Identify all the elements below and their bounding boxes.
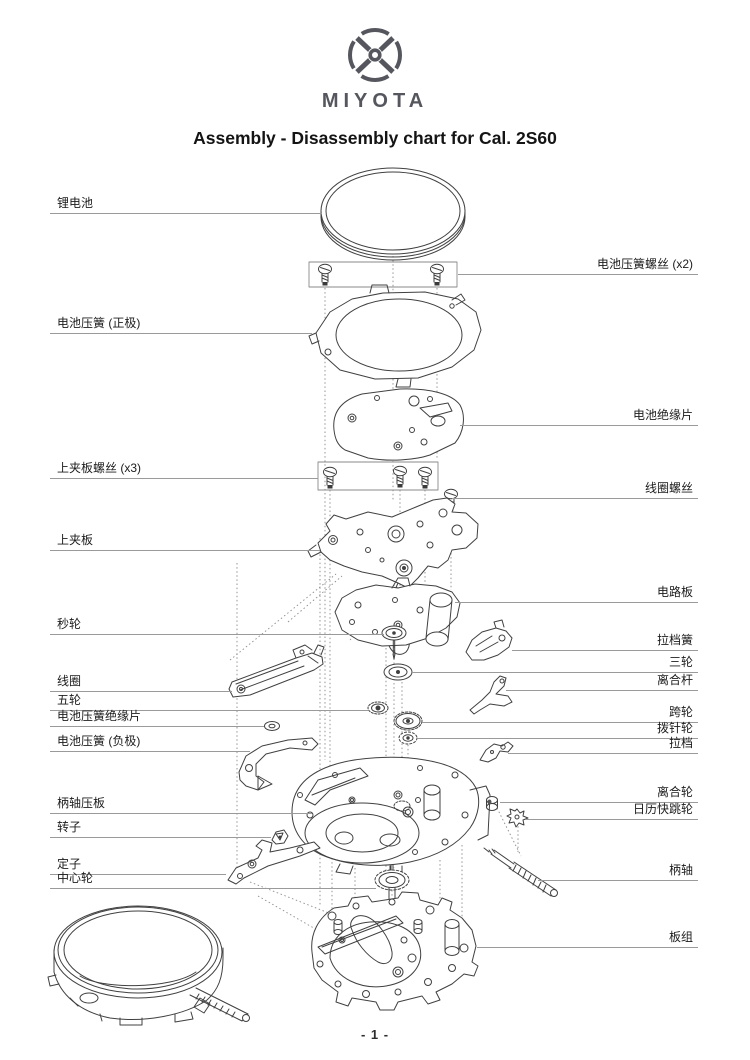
upper-bridge-art [307, 497, 479, 655]
stator-art [227, 839, 321, 885]
circuit-board-art [334, 577, 461, 647]
assembled-movement-art [47, 905, 250, 1026]
part-label-battery-spring-positive: 电池压簧 (正极) [50, 316, 312, 334]
part-label-battery-spring-insulator: 电池压簧绝缘片 [50, 709, 264, 727]
part-label-lithium-battery: 锂电池 [50, 196, 322, 214]
brand-wordmark: MIYOTA [321, 90, 429, 112]
part-label-center-wheel: 中心轮 [50, 871, 376, 889]
part-label-rotor: 转子 [50, 820, 271, 838]
battery-spring-insulator-art [264, 721, 280, 731]
movement-plate-group-art [291, 756, 491, 875]
part-label-clutch-lever: 离合杆 [506, 673, 698, 691]
part-label-winding-stem: 柄轴 [538, 863, 698, 881]
part-label-stator: 定子 [50, 857, 226, 875]
part-label-circuit-board: 电路板 [455, 585, 698, 603]
minute-wheel-art [398, 731, 418, 745]
part-label-upper-bridge-screws: 上夹板螺丝 (x3) [50, 461, 318, 479]
third-wheel-art [383, 663, 413, 681]
part-label-coil-screw: 线圈螺丝 [452, 481, 698, 499]
header: MIYOTA [0, 26, 750, 113]
part-label-stem-plate: 柄轴压板 [50, 796, 312, 814]
coil-art [228, 644, 325, 698]
part-label-fifth-wheel: 五轮 [50, 693, 368, 711]
page-title: Assembly - Disassembly chart for Cal. 2S… [193, 128, 557, 148]
part-label-clutch-wheel: 离合轮 [500, 785, 698, 803]
part-label-date-jumper-wheel: 日历快跳轮 [526, 802, 698, 820]
part-label-minute-wheel: 拨针轮 [417, 721, 698, 739]
part-label-plate-assembly: 板组 [477, 930, 698, 948]
part-label-crossing-wheel: 跨轮 [422, 705, 698, 723]
upper-bridge-screws-art [317, 461, 439, 491]
part-label-second-wheel: 秒轮 [50, 617, 384, 635]
part-label-coil: 线圈 [50, 674, 232, 692]
page-number: - 1 - [360, 1027, 390, 1042]
rotor-art [271, 829, 289, 845]
setting-lever-art [479, 741, 514, 763]
plate-assembly-art [311, 891, 479, 1011]
battery-spring-screws-art [308, 261, 458, 288]
second-wheel-art [381, 625, 407, 660]
part-label-setting-lever: 拉档 [508, 736, 698, 754]
part-label-battery-insulator: 电池绝缘片 [460, 408, 698, 426]
battery-spring-positive-art [308, 284, 482, 388]
crossing-wheel-art [393, 711, 423, 731]
part-label-battery-spring-negative: 电池压簧 (负极) [50, 734, 250, 752]
part-label-battery-spring-screws: 电池压簧螺丝 (x2) [458, 257, 698, 275]
winding-stem-art [483, 847, 558, 897]
lithium-battery-art [320, 167, 466, 261]
clutch-lever-art [469, 675, 513, 715]
setting-lever-spring-art [465, 619, 513, 661]
fifth-wheel-art [367, 701, 389, 715]
date-jumper-wheel-art [506, 808, 529, 828]
battery-insulator-art [333, 388, 464, 461]
miyota-logo-icon [348, 28, 402, 82]
center-wheel-art [374, 864, 410, 911]
part-label-setting-lever-spring: 拉档簧 [512, 633, 698, 651]
battery-spring-negative-art [238, 737, 319, 791]
part-label-third-wheel: 三轮 [412, 655, 698, 673]
part-label-upper-bridge: 上夹板 [50, 533, 320, 551]
clutch-wheel-art [486, 796, 498, 811]
